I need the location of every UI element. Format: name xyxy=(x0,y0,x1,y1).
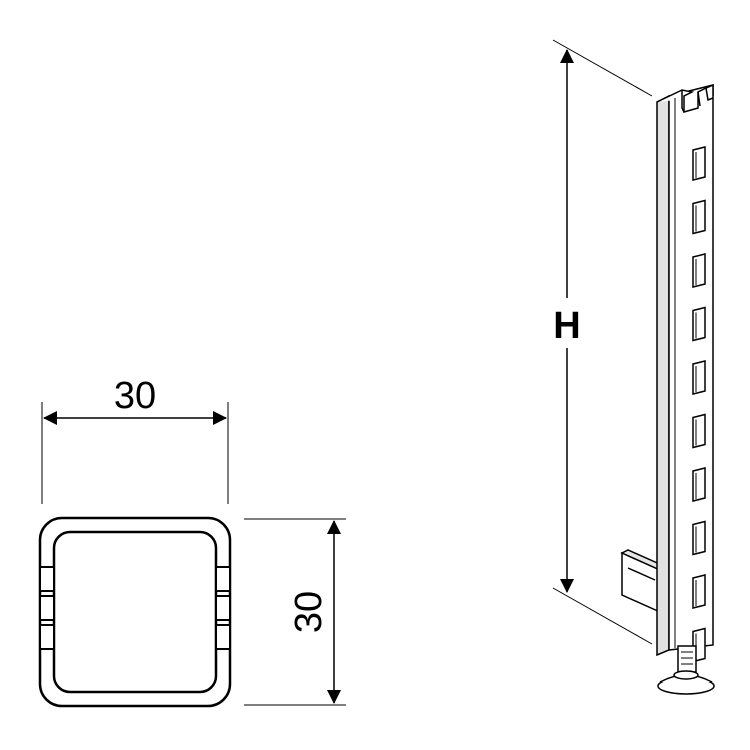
post-slot xyxy=(692,199,706,235)
leveling-foot xyxy=(657,645,715,695)
depth-label: 30 xyxy=(288,591,330,633)
post-slot xyxy=(692,360,706,395)
post-top-channel xyxy=(656,83,714,113)
foot-bracket xyxy=(620,549,666,614)
depth-dimension xyxy=(244,518,346,706)
post-slot xyxy=(692,467,706,502)
profile-left-slots xyxy=(39,566,55,650)
profile-inner-edge xyxy=(52,530,218,694)
post-front-face xyxy=(668,84,714,651)
profile-outer-edge xyxy=(38,516,232,708)
post-slot xyxy=(692,413,706,449)
width-dimension xyxy=(41,402,229,504)
profile-right-slots xyxy=(215,566,231,650)
post-slot xyxy=(692,253,706,288)
post-slot xyxy=(692,146,706,181)
tube-profile: 30 30 xyxy=(38,375,346,708)
post-slots xyxy=(692,146,706,663)
upright-post: H xyxy=(548,39,715,695)
post-slot xyxy=(692,520,706,556)
post-slot xyxy=(692,306,706,342)
post-slot xyxy=(692,574,706,609)
post-left-face xyxy=(656,94,670,657)
width-label: 30 xyxy=(114,375,156,417)
height-label: H xyxy=(553,305,580,347)
